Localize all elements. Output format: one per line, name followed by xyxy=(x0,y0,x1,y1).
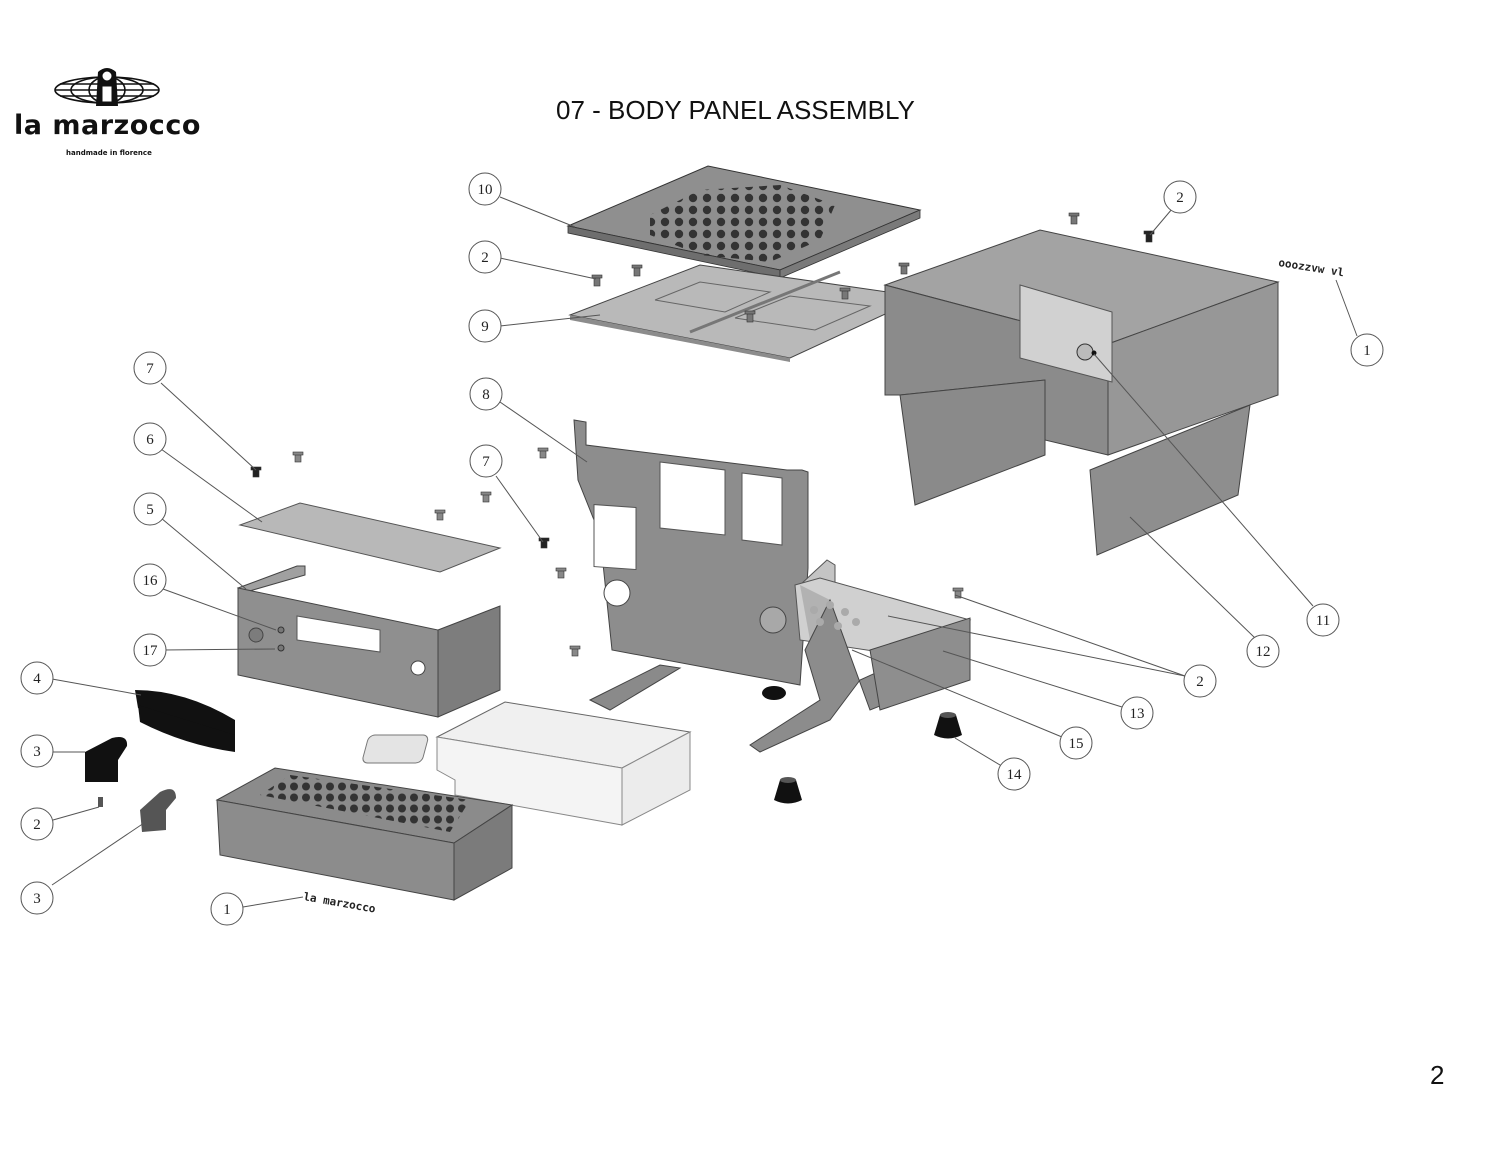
brand-emblem xyxy=(54,68,160,106)
page-number: 2 xyxy=(1430,1060,1445,1090)
callout-2a: 2 xyxy=(468,240,502,274)
part-base-frame xyxy=(749,559,972,753)
svg-text:la marzocco: la marzocco xyxy=(302,890,376,916)
callout-2c: 2 xyxy=(20,807,54,841)
brand-tagline: handmade in florence xyxy=(66,149,152,157)
part-top-cup-tray xyxy=(566,165,922,279)
svg-text:3: 3 xyxy=(33,891,41,907)
logo-badge-top: ooozzvw vl xyxy=(1278,256,1345,279)
svg-text:9: 9 xyxy=(481,319,489,335)
part-electronics-box xyxy=(236,565,501,718)
svg-text:14: 14 xyxy=(1007,767,1023,783)
callout-8: 8 xyxy=(469,377,503,411)
part-side-knobs xyxy=(85,737,176,832)
svg-text:6: 6 xyxy=(146,432,154,448)
part-body-housing xyxy=(883,229,1280,556)
callout-16: 16 xyxy=(133,563,167,597)
svg-text:2: 2 xyxy=(481,250,489,266)
svg-text:2: 2 xyxy=(1176,190,1184,206)
svg-text:2: 2 xyxy=(1196,674,1204,690)
part-water-tank xyxy=(362,701,692,826)
svg-text:17: 17 xyxy=(143,643,159,659)
svg-text:13: 13 xyxy=(1130,706,1145,722)
callout-12: 12 xyxy=(1246,634,1280,668)
callout-5: 5 xyxy=(133,492,167,526)
callout-7a: 7 xyxy=(133,351,167,385)
callout-4: 4 xyxy=(20,661,54,695)
part-electronics-cover xyxy=(238,502,502,573)
callout-15: 15 xyxy=(1059,726,1093,760)
svg-text:10: 10 xyxy=(478,182,493,198)
callout-14: 14 xyxy=(997,757,1031,791)
screw-set-top xyxy=(591,212,1155,323)
callout-3a: 3 xyxy=(20,734,54,768)
lion-icon xyxy=(96,68,118,106)
brand-name: la marzocco xyxy=(14,110,201,141)
part-drip-grid xyxy=(135,690,235,752)
callout-3b: 3 xyxy=(20,881,54,915)
callout-1b: 1 xyxy=(210,892,244,926)
svg-text:15: 15 xyxy=(1069,736,1084,752)
callout-13: 13 xyxy=(1120,696,1154,730)
logo-badge-bottom: la marzocco xyxy=(302,890,376,916)
svg-text:4: 4 xyxy=(33,671,41,687)
svg-text:3: 3 xyxy=(33,744,41,760)
callout-7b: 7 xyxy=(469,444,503,478)
svg-text:1: 1 xyxy=(223,902,231,918)
callout-17: 17 xyxy=(133,633,167,667)
svg-text:5: 5 xyxy=(146,502,154,518)
part-drip-tray-box xyxy=(215,767,514,901)
part-front-frame xyxy=(573,419,809,711)
svg-text:12: 12 xyxy=(1256,644,1271,660)
leader-lines xyxy=(51,196,1358,908)
svg-text:7: 7 xyxy=(146,361,154,377)
svg-text:ooozzvw vl: ooozzvw vl xyxy=(1278,256,1345,279)
part-rubber-feet xyxy=(762,686,962,804)
svg-text:8: 8 xyxy=(482,387,490,403)
screw-set-left xyxy=(250,447,964,657)
callout-11: 11 xyxy=(1306,603,1340,637)
callout-9: 9 xyxy=(468,309,502,343)
svg-text:16: 16 xyxy=(143,573,159,589)
callout-10: 10 xyxy=(468,172,502,206)
svg-text:7: 7 xyxy=(482,454,490,470)
svg-text:2: 2 xyxy=(33,817,41,833)
page-title: 07 - BODY PANEL ASSEMBLY xyxy=(556,95,915,125)
callout-2d: 2 xyxy=(1183,664,1217,698)
callout-6: 6 xyxy=(133,422,167,456)
svg-text:11: 11 xyxy=(1316,613,1330,629)
svg-text:1: 1 xyxy=(1363,343,1371,359)
callout-2b: 2 xyxy=(1163,180,1197,214)
callout-1a: 1 xyxy=(1350,333,1384,367)
